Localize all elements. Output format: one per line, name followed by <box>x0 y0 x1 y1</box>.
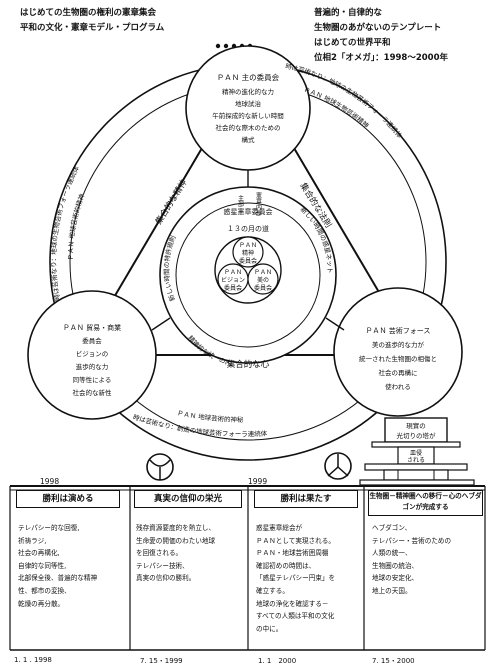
header-left-line2: 平和の文化・憲章モデル・プログラム <box>20 23 165 33</box>
header-right-line4: 位相2「オメガ」：1998～2000年 <box>314 53 448 63</box>
svg-text:精神の進化的な力: 精神の進化的な力 <box>222 87 274 96</box>
header-right-line1: 普遍的・自律的な <box>314 8 383 18</box>
svg-text:される: される <box>407 457 425 464</box>
symbol-circle-right <box>324 452 352 480</box>
svg-text:ビジョンの: ビジョンの <box>76 349 109 358</box>
pagoda-icon: 現實の 光切りの塔が 皿侵 される <box>359 417 475 486</box>
col2-date: 7. 15・1999 <box>140 657 183 665</box>
vert-label-right: 憲章内部 <box>255 191 262 217</box>
svg-text:社会の再構に: 社会の再構に <box>379 368 418 377</box>
col2-head: 真実の信仰の栄光 <box>134 490 242 508</box>
col1-body: テレパシー的な回復, 祈祷ラジ, 社会の再構化, 自律的な同等性, 北部保全後、… <box>18 524 98 608</box>
svg-text:委員会: 委員会 <box>254 284 272 292</box>
left-circle-title: ＰＡＮ 貿易・商業 <box>63 323 121 332</box>
col3-date: 1. 1 2000 <box>258 657 297 665</box>
svg-text:委員会: 委員会 <box>224 284 242 292</box>
svg-text:精神: 精神 <box>242 249 254 257</box>
svg-text:現實の: 現實の <box>406 421 426 430</box>
label-left-inner: ＰＡＮ 地球芸術的精神 <box>67 192 86 260</box>
svg-text:ＰＡＮ: ＰＡＮ <box>239 242 257 249</box>
circle-beauty <box>247 263 279 295</box>
svg-text:ＰＡＮ: ＰＡＮ <box>254 269 272 276</box>
svg-text:ビジョン: ビジョン <box>221 276 245 284</box>
col1-head: 勝利は演める <box>16 490 120 508</box>
col1-date: 1. 1 . 1998 <box>14 656 52 664</box>
svg-text:社会的な際木のための: 社会的な際木のための <box>216 123 281 132</box>
vert-label-left: 主部 <box>237 194 244 208</box>
svg-text:午前探成的な新しい時間: 午前探成的な新しい時間 <box>212 111 284 120</box>
col4-date: 7. 15・2000 <box>372 657 415 665</box>
label-collective-heart: 集合的な心 <box>227 359 270 370</box>
svg-text:光切りの塔が: 光切りの塔が <box>397 431 437 440</box>
col3-head: 勝利は果たす <box>254 490 358 508</box>
right-circle-title: ＰＡＮ 芸術フォース <box>366 326 431 335</box>
svg-text:委員会: 委員会 <box>239 257 257 265</box>
circle-spirit <box>232 236 264 268</box>
inner-center-label: １３の月の道 <box>227 224 269 233</box>
svg-text:統一された生物圏の相傷と: 統一された生物圏の相傷と <box>359 354 437 363</box>
col3-body: 惑星憲章総会が ＰＡＮとして実現される。 ＰＡＮ・地球芸術囲周棚 確認初めの時間… <box>256 524 336 633</box>
col4-body: ヘブダゴン、 テレパシー・芸術のための 人類の統一、 生物圏の統治、 地球の安定… <box>372 524 452 595</box>
svg-text:地球試治: 地球試治 <box>235 99 262 108</box>
left-circle <box>27 290 157 420</box>
header-right-line3: はじめての世界平和 <box>314 38 391 48</box>
col2-body: 残存資源要度的を熱立し、 生命愛の開価のわたい地球 を回復される。 テレパシー技… <box>136 524 216 583</box>
svg-text:美の: 美の <box>257 276 269 284</box>
label-bottom-inner: ＰＡＮ 地球芸術的神秘 <box>176 409 244 424</box>
symbol-circle-left <box>146 453 174 481</box>
right-circle <box>333 287 463 417</box>
svg-text:進歩的な力: 進歩的な力 <box>76 362 109 371</box>
header-left-line1: はじめての生物圏の権利の憲章集会 <box>20 8 157 18</box>
svg-text:ＰＡＮ: ＰＡＮ <box>224 269 242 276</box>
inner-top-label: 惑星憲章委員会 <box>224 207 273 216</box>
svg-text:委員会: 委員会 <box>82 336 102 345</box>
center-circle-inner <box>175 202 321 348</box>
svg-text:同等性による: 同等性による <box>73 375 112 384</box>
svg-text:使われる: 使われる <box>385 382 411 391</box>
header-right-line2: 生物圏のあがないのテンプレート <box>314 23 442 33</box>
year-1998: 1998 <box>40 477 60 486</box>
label-right-inner: ＰＡＮ 地球生物芸術精神 <box>303 86 371 130</box>
top-circle-title: ＰＡＮ 主の委員会 <box>217 72 280 82</box>
svg-text:社会的な新性: 社会的な新性 <box>73 388 113 397</box>
year-1999: 1999 <box>248 477 268 486</box>
col4-head: 生物圏－精神圏への移行－心のヘブダゴンが完成する <box>368 490 483 516</box>
svg-text:美の進歩的な力が: 美の進歩的な力が <box>372 340 425 349</box>
svg-text:皿侵: 皿侵 <box>410 449 422 457</box>
svg-text:構式: 構式 <box>242 135 256 144</box>
